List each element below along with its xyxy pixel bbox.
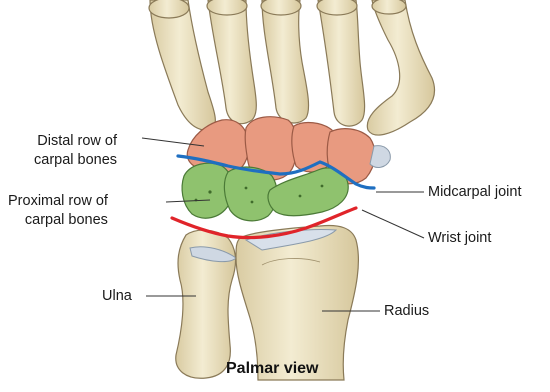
metacarpal-5 (150, 0, 215, 130)
metacarpal-4 (208, 0, 256, 124)
wrist-joint-leader (362, 210, 424, 238)
metacarpal-1-thumb (367, 0, 434, 135)
view-caption: Palmar view (226, 360, 319, 378)
metacarpal-3 (262, 0, 309, 123)
metacarpal-bones (149, 0, 435, 135)
midcarpal-joint-label: Midcarpal joint (428, 183, 522, 202)
proximal-row-label: Proximal row of carpal bones (8, 192, 108, 229)
ulna-label: Ulna (102, 287, 132, 306)
distal-row-label: Distal row of carpal bones (34, 132, 117, 169)
wrist-joint-label: Wrist joint (428, 229, 491, 248)
ulna-bone (176, 230, 236, 378)
radius-bone (236, 226, 358, 380)
radius-label: Radius (384, 302, 429, 321)
midcarpal-cartilage (370, 146, 390, 168)
metacarpal-2 (318, 0, 365, 126)
